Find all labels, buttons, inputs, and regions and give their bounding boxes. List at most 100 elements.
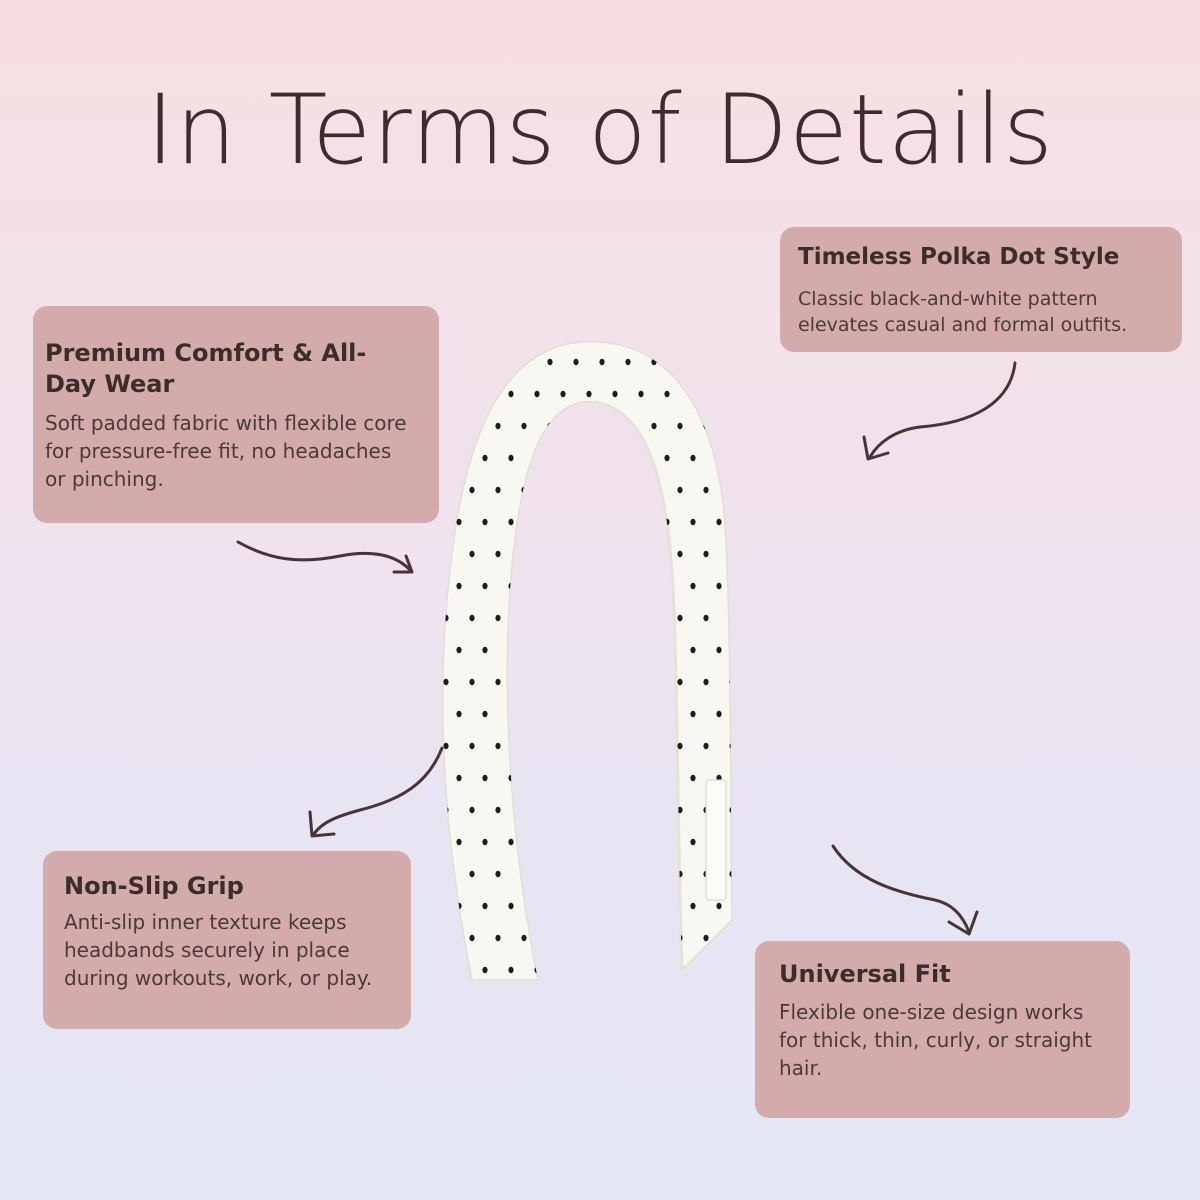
polka-dot xyxy=(430,455,435,461)
polka-dot xyxy=(716,518,722,526)
polka-dot xyxy=(420,871,423,877)
polka-dot xyxy=(690,518,696,526)
polka-dot xyxy=(716,902,722,910)
polka-dot xyxy=(599,999,604,1005)
polka-dot xyxy=(469,550,475,558)
polka-dot xyxy=(430,903,435,909)
polka-dot xyxy=(677,358,683,366)
headband-label-tag xyxy=(705,779,727,901)
polka-dot xyxy=(586,327,591,333)
polka-dot xyxy=(625,422,631,430)
polka-dot xyxy=(716,966,722,974)
polka-dot xyxy=(677,486,683,494)
polka-dot xyxy=(664,646,670,654)
polka-dot xyxy=(612,582,618,590)
polka-dot xyxy=(508,838,514,846)
polka-dot xyxy=(716,454,722,462)
polka-dot xyxy=(534,646,540,654)
polka-dot xyxy=(495,870,501,878)
polka-dot xyxy=(703,742,709,750)
polka-dot xyxy=(664,774,670,782)
polka-dot xyxy=(521,934,527,942)
polka-dot xyxy=(677,742,683,750)
polka-dot xyxy=(443,486,449,494)
polka-dot xyxy=(677,550,683,558)
polka-dot xyxy=(664,582,670,590)
polka-dot xyxy=(573,422,579,430)
polka-dot xyxy=(560,454,566,462)
polka-dot xyxy=(508,646,514,654)
headband-image xyxy=(420,327,734,1005)
polka-dot xyxy=(664,838,670,846)
headband-inner-edge xyxy=(594,400,684,971)
polka-dot xyxy=(456,327,461,333)
polka-dot xyxy=(703,934,709,942)
polka-dot xyxy=(638,390,644,398)
polka-dot xyxy=(690,454,696,462)
polka-dot xyxy=(469,614,475,622)
polka-dot xyxy=(625,614,631,622)
polka-dot xyxy=(521,806,527,814)
feature-card-polka: Timeless Polka Dot Style Classic black-a… xyxy=(780,227,1182,352)
polka-dot xyxy=(420,615,423,621)
polka-dot xyxy=(638,838,644,846)
polka-dot xyxy=(729,358,732,366)
polka-dot xyxy=(560,390,566,398)
polka-dot xyxy=(482,646,488,654)
polka-dot xyxy=(703,999,708,1005)
polka-dot xyxy=(547,999,552,1005)
polka-dot xyxy=(420,487,423,493)
polka-dot xyxy=(625,550,631,558)
feature-heading-polka: Timeless Polka Dot Style xyxy=(798,244,1120,270)
polka-dot xyxy=(599,358,605,366)
polka-dot xyxy=(469,422,475,430)
polka-dot xyxy=(703,486,709,494)
polka-dot xyxy=(664,710,670,718)
polka-dot xyxy=(534,902,540,910)
polka-dot xyxy=(430,391,435,397)
polka-dot xyxy=(612,902,618,910)
polka-dot xyxy=(547,614,553,622)
polka-dot xyxy=(430,519,435,525)
polka-dot xyxy=(420,359,423,365)
polka-dot xyxy=(638,454,644,462)
polka-dot xyxy=(573,742,579,750)
polka-dot xyxy=(599,934,605,942)
polka-dot xyxy=(469,742,475,750)
polka-dot xyxy=(482,710,488,718)
polka-dot xyxy=(729,550,732,558)
feature-card-comfort: Premium Comfort & All-Day Wear Soft padd… xyxy=(33,306,439,523)
polka-dot xyxy=(625,678,631,686)
feature-body-polka: Classic black-and-white pattern elevates… xyxy=(798,287,1128,336)
polka-dot xyxy=(443,742,449,750)
polka-dot xyxy=(651,870,657,878)
polka-dot xyxy=(573,550,579,558)
polka-dot xyxy=(729,486,732,494)
polka-dot xyxy=(573,999,578,1005)
polka-dot xyxy=(651,934,657,942)
curved-arrow-icon xyxy=(831,844,979,936)
polka-dot xyxy=(664,902,670,910)
polka-dot xyxy=(690,710,696,718)
polka-dot xyxy=(625,934,631,942)
feature-card-fit: Universal Fit Flexible one-size design w… xyxy=(755,941,1130,1118)
polka-dot xyxy=(573,806,579,814)
polka-dot xyxy=(469,870,475,878)
polka-dot xyxy=(729,999,734,1005)
polka-dot xyxy=(573,614,579,622)
polka-dot xyxy=(456,710,462,718)
polka-dot xyxy=(547,934,553,942)
polka-dot xyxy=(495,614,501,622)
polka-dot xyxy=(586,390,592,398)
polka-dot xyxy=(560,966,566,974)
polka-dot xyxy=(625,870,631,878)
polka-dot xyxy=(625,999,630,1005)
polka-dot xyxy=(690,774,696,782)
polka-dot xyxy=(638,902,644,910)
polka-dot xyxy=(690,390,696,398)
polka-dot xyxy=(443,422,449,430)
polka-dot xyxy=(729,934,732,942)
polka-dot xyxy=(456,774,462,782)
polka-dot xyxy=(456,454,462,462)
polka-dot xyxy=(443,614,449,622)
